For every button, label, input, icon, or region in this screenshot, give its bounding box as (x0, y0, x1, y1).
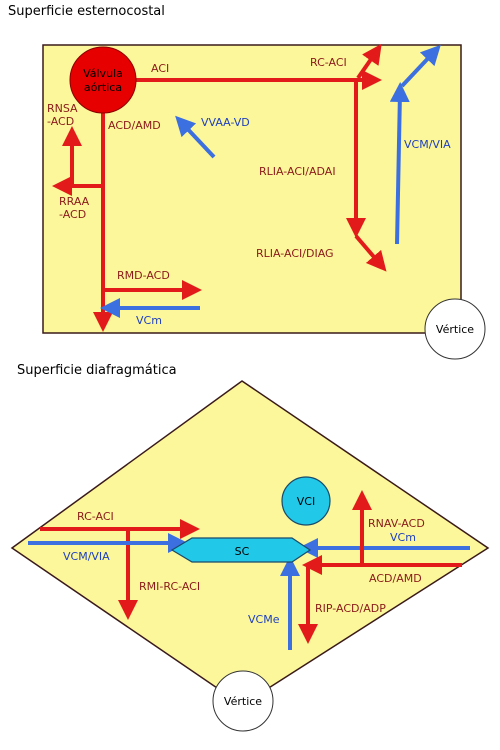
aortic-valve-label-1: Válvula (83, 67, 123, 80)
label-rmi-rc-aci: RMI-RC-ACI (139, 580, 200, 593)
title-esternocostal: Superficie esternocostal (8, 4, 165, 19)
vertex-label-bottom: Vértice (224, 695, 262, 708)
label-rraa-1: RRAA (59, 195, 90, 208)
aortic-valve (69, 46, 137, 114)
label-rip-acd-adp: RIP-ACD/ADP (315, 602, 386, 615)
label-acd-amd-top: ACD/AMD (108, 119, 161, 132)
label-rraa-2: -ACD (59, 208, 86, 221)
aortic-valve-label-2: aórtica (84, 81, 122, 94)
rc-aci-branch-upper (356, 43, 382, 80)
label-rnsa-2: -ACD (47, 115, 74, 128)
rlia-aci-diag-artery (354, 234, 387, 272)
vcm-via-vein (389, 82, 410, 245)
label-aci: ACI (151, 62, 169, 75)
label-vcm-via-top: VCM/VIA (404, 138, 451, 151)
label-vcm-bottom: VCm (390, 531, 416, 544)
vvaa-vd-vein (175, 115, 216, 159)
vertex-circle-bottom (212, 670, 274, 732)
vertex-label-top: Vértice (436, 323, 474, 336)
label-vvaa-vd: VVAA-VD (201, 116, 250, 129)
label-vcm-top: VCm (136, 314, 162, 327)
label-vcm-via-bottom: VCM/VIA (63, 550, 110, 563)
label-rc-aci-top: RC-ACI (310, 56, 347, 69)
label-rc-aci-bottom: RC-ACI (77, 510, 114, 523)
title-diafragmatica: Superficie diafragmática (17, 363, 177, 378)
sc-sinus (170, 537, 312, 563)
vertex-circle-top (424, 298, 486, 360)
vcm-via-vein-upper (400, 44, 441, 88)
label-vcme: VCMe (248, 613, 280, 626)
label-rnsa-1: RNSA (47, 102, 78, 115)
label-rlia-diag: RLIA-ACI/DIAG (256, 247, 334, 260)
vci-circle (281, 476, 331, 526)
label-acd-amd-bottom: ACD/AMD (369, 572, 422, 585)
vci-label: VCI (297, 495, 315, 508)
label-rmd-acd: RMD-ACD (117, 269, 170, 282)
label-rlia-adai: RLIA-ACI/ADAI (259, 165, 336, 178)
label-rnav-acd: RNAV-ACD (368, 517, 425, 530)
sc-label: SC (235, 545, 250, 558)
